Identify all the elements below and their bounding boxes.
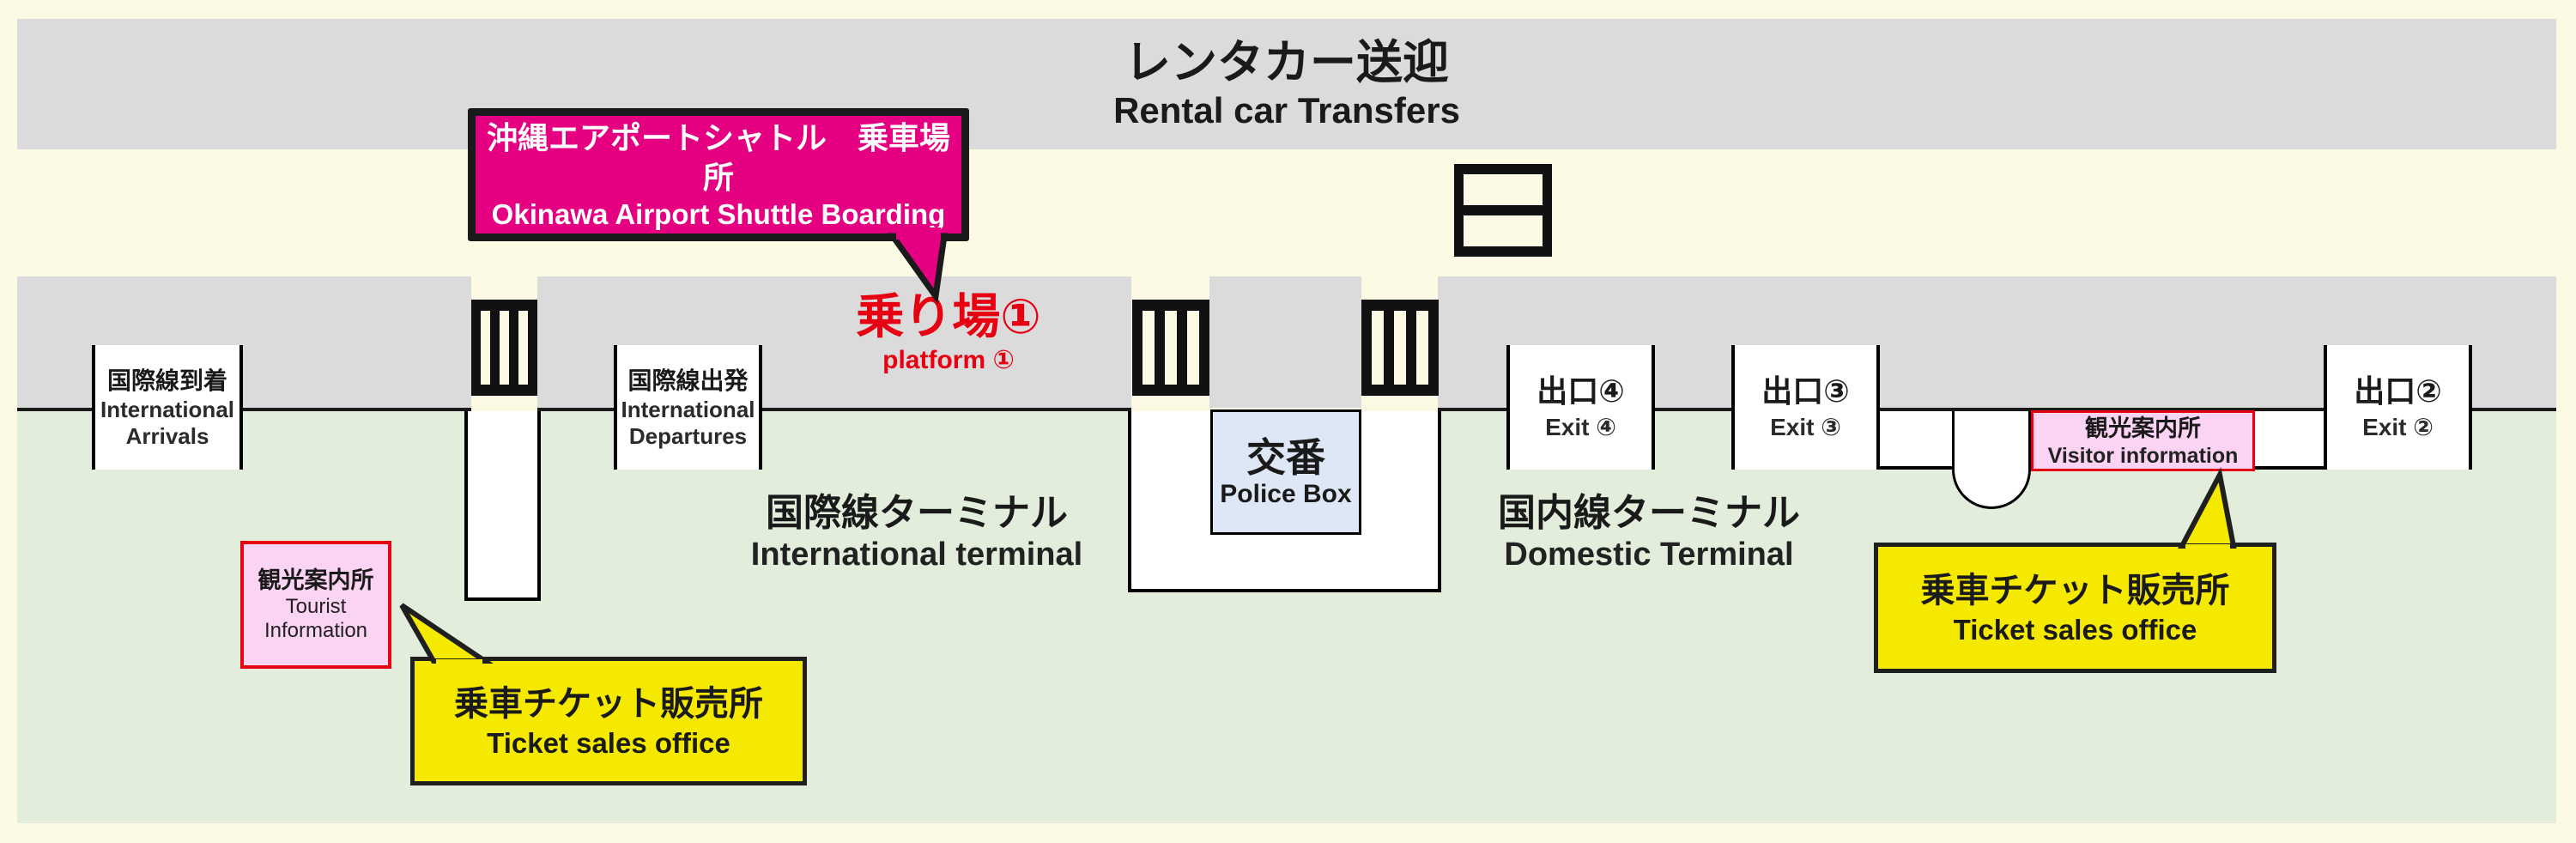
tourist-info-label-jp: 観光案内所 [258, 567, 374, 593]
exit-3-label-en: Exit ③ [1770, 413, 1841, 440]
departures-label-en1: International [621, 396, 755, 422]
exit-4-label-jp: 出口④ [1537, 373, 1625, 409]
international-arrivals-box: 国際線到着 International Arrivals [92, 345, 243, 470]
police-box: 交番 Police Box [1210, 409, 1361, 535]
crosswalk-icon [1132, 300, 1209, 396]
arrivals-label-en2: Arrivals [125, 422, 209, 449]
domestic-terminal-jp: 国内線ターミナル [1498, 492, 1800, 534]
visitor-info-label-en: Visitor information [2047, 443, 2239, 468]
visitor-information-box: 観光案内所 Visitor information [2031, 410, 2255, 471]
platform-1-label: 乗り場① platform ① [807, 290, 1090, 378]
rental-car-road: レンタカー送迎 Rental car Transfers [17, 19, 2556, 149]
ticket-sales-callout-left: 乗車チケット販売所 Ticket sales office [410, 657, 807, 785]
exit-3-label-jp: 出口③ [1761, 373, 1850, 409]
road-edge-line [1438, 408, 2556, 411]
bus-bay [1952, 411, 2031, 509]
crosswalk-icon [1361, 300, 1439, 396]
ticket-callout-left-en: Ticket sales office [487, 727, 730, 759]
arrivals-label-jp: 国際線到着 [106, 367, 227, 394]
departures-label-en2: Departures [628, 422, 748, 449]
arrivals-label-en1: International [100, 396, 234, 422]
intl-terminal-jp: 国際線ターミナル [766, 492, 1068, 534]
police-box-label-jp: 交番 [1246, 435, 1325, 480]
platform-1-jp: 乗り場① [856, 289, 1041, 343]
tourist-info-label-en2: Information [264, 619, 368, 642]
exit-2-label-en: Exit ② [2362, 413, 2434, 440]
shuttle-callout-en: Okinawa Airport Shuttle Boarding [491, 197, 946, 230]
exit-4-label-en: Exit ④ [1545, 413, 1616, 440]
rental-area-title-en: Rental car Transfers [1113, 90, 1460, 130]
crosswalk-icon [471, 300, 537, 396]
ticket-callout-right-en: Ticket sales office [1953, 614, 2197, 646]
platform-1-en: platform ① [882, 346, 1015, 374]
ticket-callout-left-tail [399, 603, 494, 668]
shuttle-callout-tail [887, 227, 949, 305]
exit-2-label-jp: 出口② [2354, 373, 2442, 409]
visitor-info-label-jp: 観光案内所 [2085, 415, 2201, 441]
domestic-terminal-en: Domestic Terminal [1504, 537, 1794, 573]
crosswalk-horizontal-icon [1454, 164, 1552, 257]
terminal-road [17, 276, 2556, 408]
road-edge-line [537, 408, 1131, 411]
rental-area-title-jp: レンタカー送迎 [1124, 37, 1449, 88]
intl-terminal-en: International terminal [750, 537, 1083, 573]
exit-4-box: 出口④ Exit ④ [1506, 345, 1655, 470]
shuttle-callout-jp: 沖縄エアポートシャトル 乗車場所 [486, 119, 950, 195]
exit-2-box: 出口② Exit ② [2324, 345, 2472, 470]
international-departures-box: 国際線出発 International Departures [614, 345, 762, 470]
ticket-callout-right-jp: 乗車チケット販売所 [1920, 572, 2230, 610]
departures-label-jp: 国際線出発 [627, 367, 749, 394]
shuttle-boarding-callout: 沖縄エアポートシャトル 乗車場所 Okinawa Airport Shuttle… [468, 108, 969, 241]
exit-3-box: 出口③ Exit ③ [1731, 345, 1880, 470]
international-terminal-label: 国際線ターミナル International terminal [732, 491, 1101, 573]
road-edge-line [17, 408, 471, 411]
domestic-terminal-label: 国内線ターミナル Domestic Terminal [1464, 491, 1834, 573]
tourist-information-box: 観光案内所 Tourist Information [240, 541, 391, 669]
ticket-callout-right-tail [2178, 467, 2237, 553]
ticket-callout-left-jp: 乗車チケット販売所 [454, 685, 763, 723]
tourist-info-label-en1: Tourist [285, 595, 347, 618]
police-box-label-en: Police Box [1220, 480, 1352, 508]
terminal-entrance-walkway [464, 411, 541, 601]
ticket-sales-callout-right: 乗車チケット販売所 Ticket sales office [1874, 543, 2276, 673]
